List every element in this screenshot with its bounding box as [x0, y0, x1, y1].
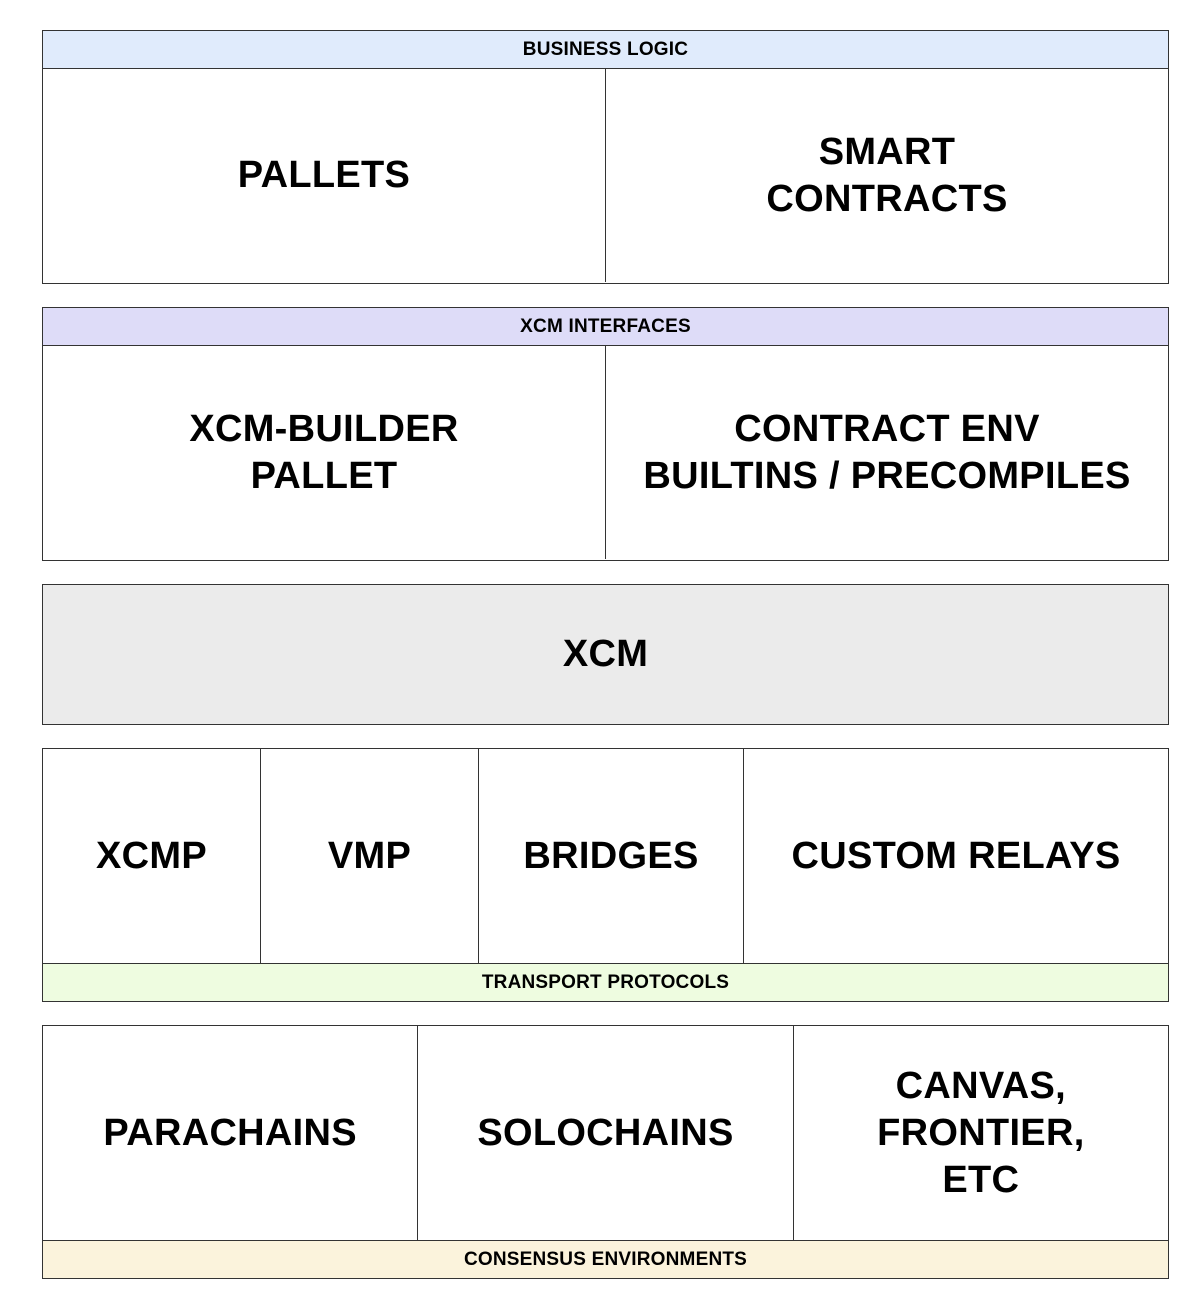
xcm-interfaces-layer: XCM INTERFACES XCM-BUILDER PALLET CONTRA…: [42, 307, 1169, 561]
custom-relays-box: CUSTOM RELAYS: [791, 834, 1121, 877]
transport-protocols-row: XCMP VMP BRIDGES CUSTOM RELAYS: [43, 749, 1168, 963]
business-logic-layer: BUSINESS LOGIC PALLETS SMART CONTRACTS: [42, 30, 1169, 284]
pallets-box: PALLETS: [43, 69, 606, 282]
transport-protocols-layer: XCMP VMP BRIDGES CUSTOM RELAYS TRANSPORT…: [42, 748, 1169, 1002]
solochains-box: SOLOCHAINS: [418, 1026, 794, 1240]
consensus-environments-band: CONSENSUS ENVIRONMENTS: [43, 1240, 1168, 1278]
xcmp-box: XCMP: [43, 749, 261, 963]
consensus-environments-row: PARACHAINS SOLOCHAINS CANVAS, FRONTIER, …: [43, 1026, 1168, 1240]
xcm-interfaces-row: XCM-BUILDER PALLET CONTRACT ENV BUILTINS…: [43, 346, 1168, 559]
canvas-frontier-etc-box: CANVAS, FRONTIER, ETC: [877, 1064, 1085, 1201]
parachains-box: PARACHAINS: [43, 1026, 419, 1240]
vmp-box: VMP: [261, 749, 479, 963]
xcm-layer: XCM: [42, 584, 1169, 725]
transport-protocols-band: TRANSPORT PROTOCOLS: [43, 963, 1168, 1001]
contract-env-builtins-box: CONTRACT ENV BUILTINS / PRECOMPILES: [643, 407, 1131, 497]
consensus-environments-layer: PARACHAINS SOLOCHAINS CANVAS, FRONTIER, …: [42, 1025, 1169, 1279]
business-logic-row: PALLETS SMART CONTRACTS: [43, 69, 1168, 282]
smart-contracts-box: SMART CONTRACTS: [766, 130, 1008, 220]
business-logic-band: BUSINESS LOGIC: [43, 31, 1168, 69]
xcm-interfaces-band: XCM INTERFACES: [43, 308, 1168, 346]
xcm-builder-pallet-box: XCM-BUILDER PALLET: [43, 346, 606, 559]
bridges-box: BRIDGES: [479, 749, 744, 963]
